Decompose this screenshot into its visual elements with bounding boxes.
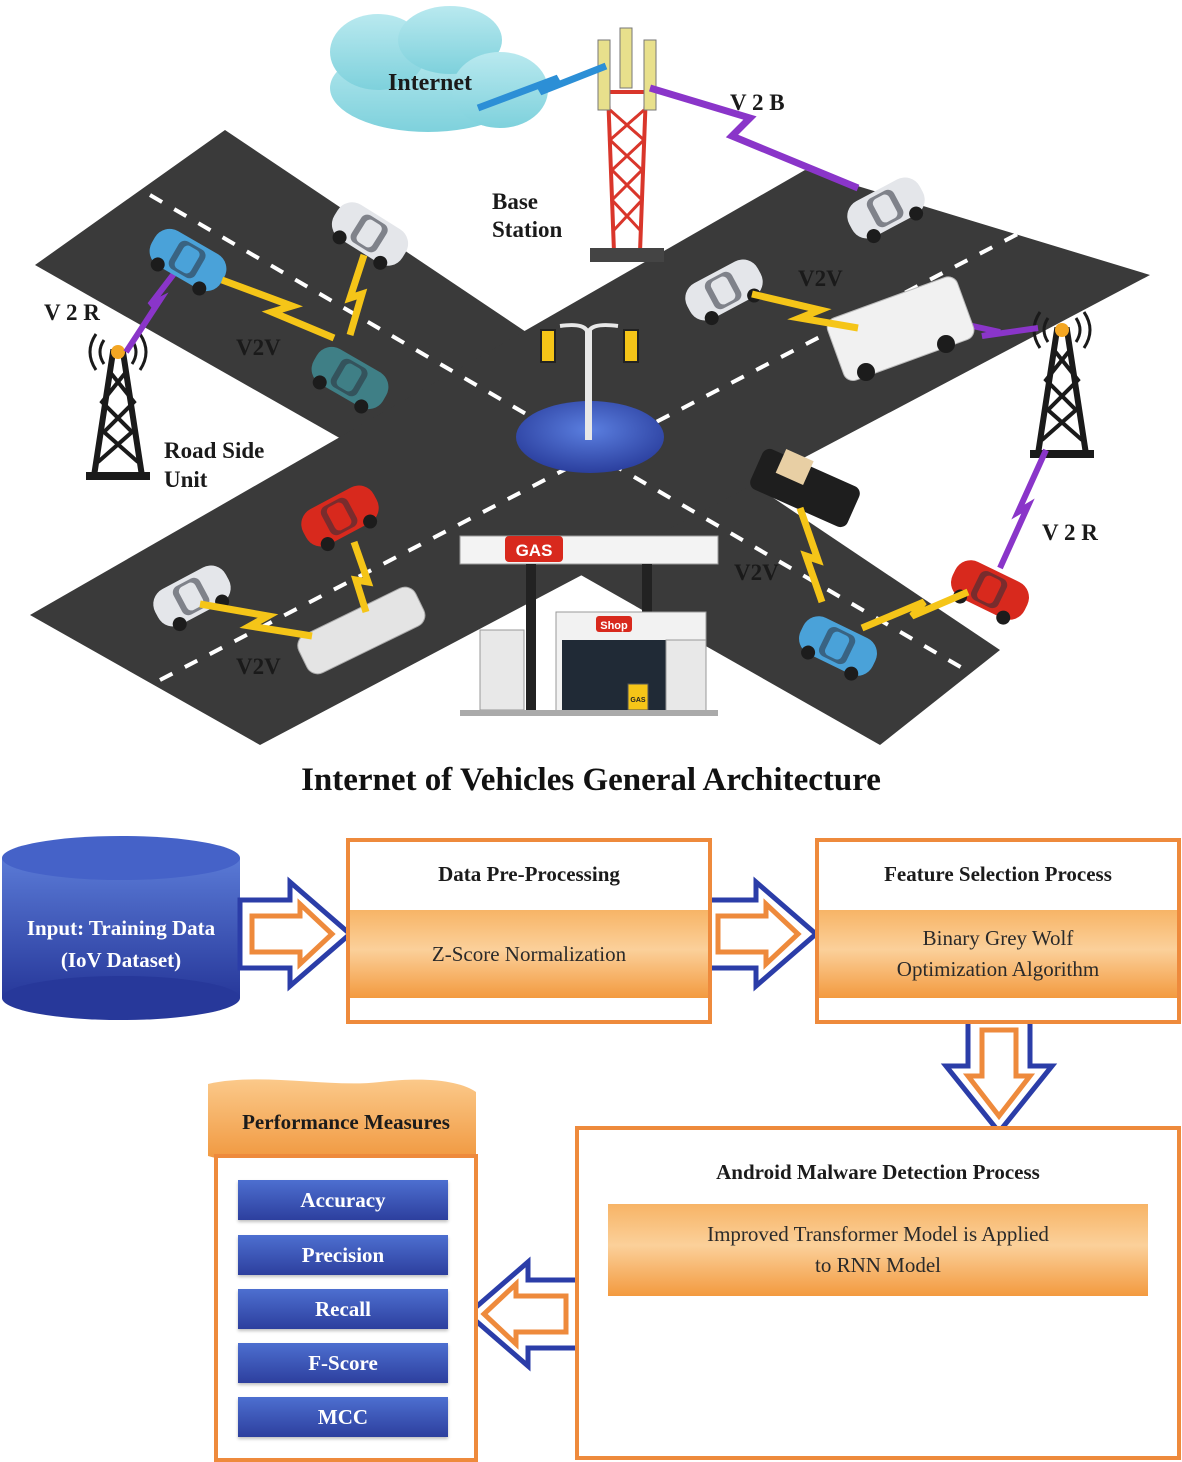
base-station-label: Station [492,217,563,242]
arrow-left [464,1256,581,1372]
base-station-tower [590,27,664,262]
internet-label: Internet [388,70,472,96]
internet-link [476,62,608,112]
v2v-link [344,253,368,336]
v2v-link [796,506,826,604]
input-label-line2: (IoV Dataset) [60,948,182,972]
rsu-right [1030,312,1094,458]
input-dataset-cylinder [2,836,240,1020]
performance-title: Performance Measures [242,1110,450,1134]
rsu-label: Unit [164,467,208,492]
input-label: Input: Training Data (IoV Dataset) [0,912,242,976]
feature-selection-box: Feature Selection Process Binary Grey Wo… [815,838,1181,1024]
figure-title: Internet of Vehicles General Architectur… [301,762,881,798]
v2v-link [751,290,859,332]
optimizer-label-line2: Optimization Algorithm [769,1369,987,1393]
measure-fscore: F-Score [238,1343,448,1383]
v2r-link-left [123,256,189,354]
van-white [826,276,975,382]
transformer-step-line2: to RNN Model [815,1253,941,1277]
traffic-light [623,329,639,363]
v2v-label: V2V [798,266,843,291]
transformer-step-line1: Improved Transformer Model is Applied [707,1222,1049,1246]
preprocessing-box: Data Pre-Processing Z-Score Normalizatio… [346,838,712,1024]
v2v-link [860,588,970,632]
lamp-post [585,330,592,440]
bgwo-step: Binary Grey Wolf Optimization Algorithm [819,910,1177,998]
performance-banner [208,1079,476,1164]
measure-accuracy: Accuracy [238,1180,448,1220]
shop-sign: Shop [600,620,628,632]
v2v-label: V2V [734,560,779,585]
car-red-se [942,554,1035,631]
rsu-label: Road Side [164,438,264,463]
measure-precision: Precision [238,1235,448,1275]
bgwo-step-line1: Binary Grey Wolf [922,926,1074,950]
gas-board: GAS [630,697,646,704]
iov-architecture-illustration: Internet Base Station V 2 B V 2 R Road S… [30,6,1150,745]
v2v-label: V2V [236,335,281,360]
optimizer-label-line1: Improved Immune Moth-Flame [734,1337,1022,1361]
measure-mcc: MCC [238,1397,448,1437]
measure-recall: Recall [238,1289,448,1329]
v2v-link [199,600,313,640]
v2v-label: V2V [236,654,281,679]
bgwo-step-line2: Optimization Algorithm [896,957,1100,981]
v2v-link [350,540,374,614]
arrow-down [940,1015,1058,1136]
traffic-light [540,329,556,363]
zscore-step: Z-Score Normalization [350,910,708,998]
v2r-right-label: V 2 R [1042,520,1098,545]
v2v-link [220,276,336,342]
lane-marking [148,193,1002,692]
feature-selection-title: Feature Selection Process [884,862,1112,886]
v2r-left-label: V 2 R [44,300,100,325]
transformer-step: Improved Transformer Model is Applied to… [608,1204,1148,1296]
input-label-line1: Input: Training Data [26,916,216,940]
preprocessing-title: Data Pre-Processing [438,862,620,886]
arrow-right-2 [703,876,820,992]
limousine [297,586,426,675]
arrow-right-1 [237,876,354,992]
v2b-link [648,84,860,192]
detection-box: Android Malware Detection Process Improv… [575,1126,1181,1460]
v2b-label: V 2 B [730,90,785,115]
pickup-black [750,448,860,528]
gas-sign: GAS [516,541,553,560]
gas-station: GAS Shop GAS [459,535,719,716]
detection-title: Android Malware Detection Process [716,1160,1040,1184]
optimizer-label: Improved Immune Moth-Flame Optimization … [668,1333,1088,1397]
base-station-label: Base [492,189,538,214]
internet-cloud [330,6,548,132]
v2r-link-right [997,448,1049,570]
